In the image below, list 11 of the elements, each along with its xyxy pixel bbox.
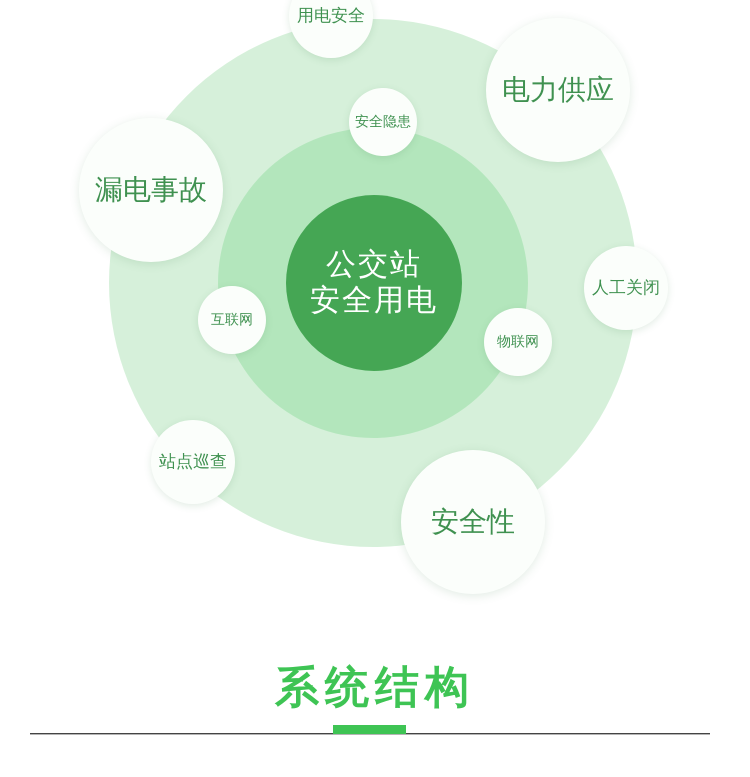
bubble-label: 用电安全 [297, 6, 365, 26]
bubble-label: 电力供应 [502, 73, 614, 107]
bubble-label: 漏电事故 [95, 173, 207, 207]
bubble-label: 互联网 [211, 312, 253, 328]
bubble-label: 人工关闭 [592, 278, 660, 298]
bubble-label: 安全隐患 [355, 114, 411, 130]
bubble-label: 物联网 [497, 334, 539, 350]
bubble-label: 站点巡查 [159, 452, 227, 472]
section-title: 系统结构 [274, 661, 476, 715]
core-label: 公交站安全用电 [310, 247, 438, 319]
bubble-label: 安全性 [431, 505, 515, 539]
